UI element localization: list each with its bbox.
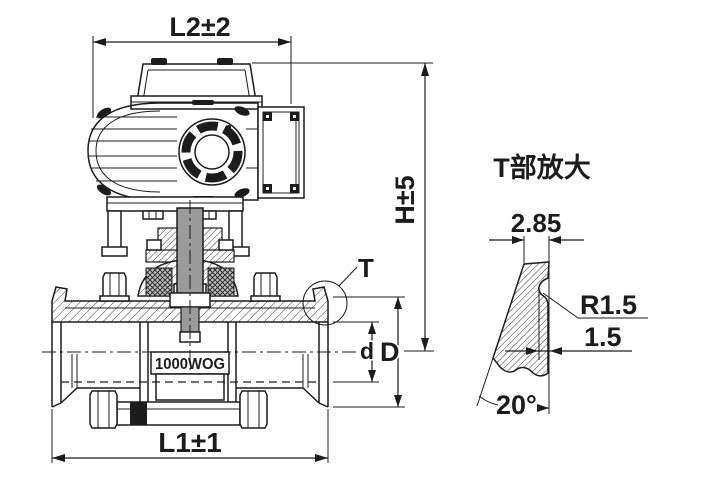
- dimension-l1: L1±1: [51, 409, 329, 463]
- dim-D-label: D: [380, 337, 400, 367]
- ferrule-left: [51, 322, 140, 408]
- detail-dim-285-label: 2.85: [511, 208, 562, 238]
- callout-t-label: T: [358, 253, 374, 283]
- detail-dim-20deg: 20°: [476, 357, 549, 422]
- detail-dim-15: 1.5: [505, 321, 632, 355]
- actuator-ribs: [89, 116, 257, 182]
- callout-t: T: [302, 253, 374, 326]
- valve-body: 1000WOG: [42, 200, 358, 429]
- dim-l1-label: L1±1: [158, 427, 222, 458]
- body-marking-plate: 1000WOG: [150, 351, 230, 401]
- dim-d-label: d: [360, 338, 374, 364]
- actuator-shaft-circles: [178, 118, 246, 186]
- detail-view-t: T部放大 2.85 R1.5 1.5: [476, 152, 648, 422]
- actuator-corner-pads: [96, 100, 250, 201]
- detail-dim-r15: R1.5: [542, 290, 648, 320]
- body-marking-text: 1000WOG: [155, 356, 225, 373]
- body-bolts-top: [99, 272, 281, 302]
- dim-h-label: H±5: [390, 175, 420, 224]
- dimension-d-outer: D: [333, 296, 405, 408]
- detail-dim-r15-label: R1.5: [580, 290, 637, 320]
- dimension-l2: L2±2: [92, 11, 292, 118]
- body-bolts-bottom: [89, 390, 268, 429]
- actuator: [87, 58, 305, 201]
- detail-dim-15-label: 1.5: [584, 322, 622, 352]
- detail-dim-20deg-label: 20°: [496, 390, 537, 420]
- detail-shape: [492, 261, 550, 377]
- dimension-h: H±5: [252, 62, 434, 352]
- actuator-terminal-box: [257, 106, 305, 199]
- bracket-and-stem: [101, 196, 250, 263]
- detail-dim-285: 2.85: [489, 208, 584, 414]
- dim-l2-label: L2±2: [169, 12, 230, 42]
- dimension-d-inner: d: [333, 321, 379, 383]
- detail-title: T部放大: [493, 152, 591, 183]
